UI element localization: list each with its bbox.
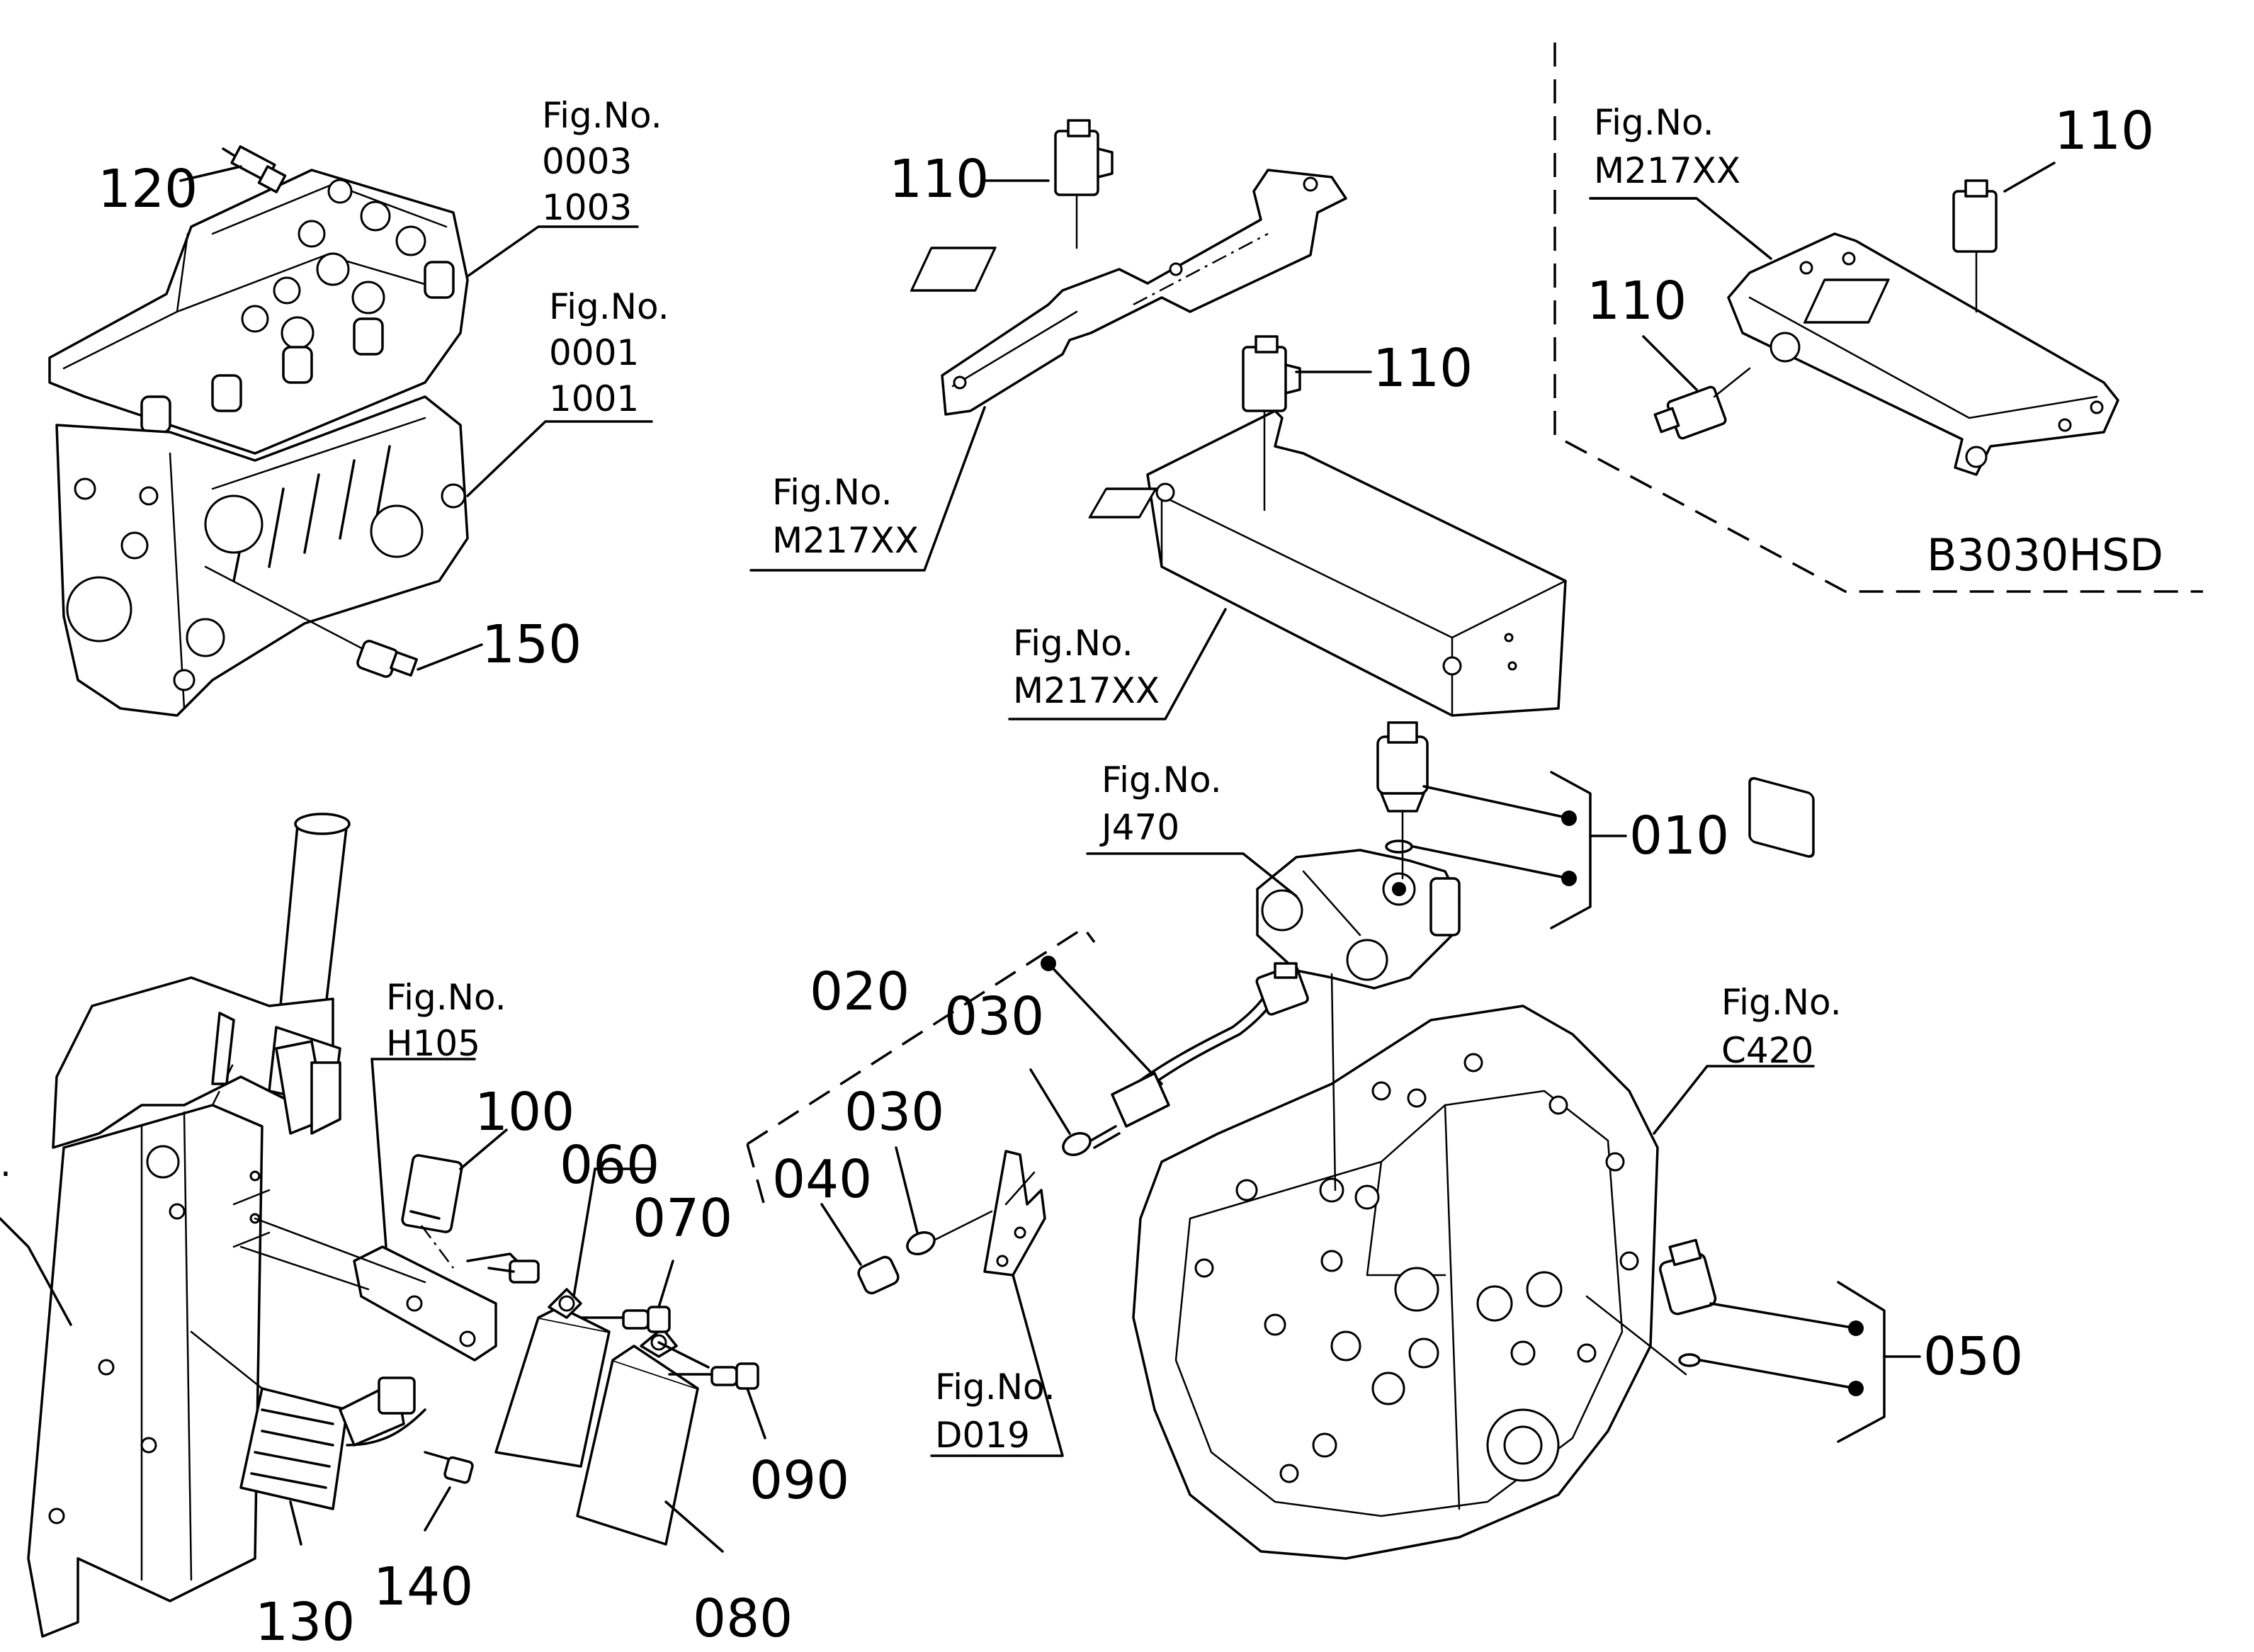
steering-post-icon: [27, 813, 351, 1638]
fig-ref-label: Fig.No.: [386, 977, 506, 1018]
stray-mark: .: [0, 1143, 11, 1184]
fig-ref-label: Fig.No.: [542, 95, 662, 136]
switch-110-box-right-icon: [1952, 162, 2056, 313]
bolt-090-icon: [668, 1362, 766, 1439]
part-number-030-lower: 030: [844, 1082, 944, 1143]
part-numbers: 120 150 110 110 110 110 010 020 030 030 …: [98, 101, 2154, 1652]
bolt-140-icon: [424, 1451, 474, 1532]
part-number-110-box-right: 110: [2054, 101, 2154, 162]
regulator-130-icon: [190, 1330, 426, 1546]
part-number-120: 120: [98, 159, 198, 220]
fig-ref-code: C420: [1721, 1030, 1813, 1071]
part-120-sensor-icon: [179, 145, 287, 193]
switch-110-top-icon: [983, 119, 1114, 249]
transmission-case-icon: [1132, 973, 1659, 1560]
bracket-assembly-icon: [910, 169, 1567, 717]
fig-ref-code: M217XX: [1594, 150, 1740, 191]
fig-ref-code: D019: [935, 1415, 1030, 1456]
part-number-040: 040: [772, 1149, 872, 1210]
part-number-100: 100: [475, 1082, 574, 1143]
fig-ref-label: Fig.No.: [549, 286, 669, 327]
part-number-060: 060: [560, 1135, 659, 1196]
fig-ref-code: 0001: [549, 332, 639, 373]
nut-030-icon: [1029, 1068, 1092, 1156]
fig-ref-code: J470: [1099, 807, 1179, 848]
bolt-070-icon: [579, 1260, 674, 1333]
model-label: B3030HSD: [1927, 529, 2163, 581]
bolt-small-icon: [466, 1252, 540, 1284]
fig-ref-code: 0003: [542, 141, 632, 182]
part-number-150: 150: [482, 614, 582, 675]
part-number-130: 130: [255, 1592, 355, 1652]
part-number-020: 020: [810, 961, 910, 1022]
switch-110-middle-icon: [1242, 335, 1372, 511]
fig-ref-code: 1003: [542, 187, 632, 228]
part-number-110-middle: 110: [1373, 338, 1473, 399]
fig-ref-code: M217XX: [772, 520, 919, 561]
relay-080-icon: [576, 1327, 724, 1553]
fig-ref-code: H105: [386, 1023, 480, 1064]
plate-h105-icon: [239, 1058, 497, 1362]
part-number-140: 140: [373, 1556, 473, 1617]
part-number-070: 070: [633, 1188, 732, 1249]
part-number-110-top: 110: [889, 149, 989, 210]
connector-100-icon: [401, 1128, 508, 1269]
fig-ref-label: Fig.No.: [772, 472, 893, 513]
pressure-sensor-010-icon: [1376, 721, 1577, 886]
switch-110-box-bracket-icon: [1727, 232, 2119, 858]
part-number-090: 090: [749, 1450, 849, 1511]
part-number-010: 010: [1629, 805, 1729, 866]
sensor-bracket-icon: [983, 1150, 1046, 1277]
fig-ref-label: Fig.No.: [1013, 623, 1133, 664]
fig-ref-label: Fig.No.: [1101, 759, 1222, 800]
pressure-sensor-050-icon: [1585, 1238, 1864, 1396]
plug-040-icon: [820, 1203, 900, 1295]
fig-ref-label: Fig.No.: [1594, 102, 1714, 143]
figure-references: Fig.No. 0003 1003 Fig.No. 0001 1001 Fig.…: [386, 95, 1842, 1456]
part-number-110-box-left: 110: [1587, 271, 1687, 332]
fig-ref-code: 1001: [549, 378, 639, 419]
part-number-050: 050: [1923, 1326, 2023, 1387]
part-150-sensor-icon: [204, 565, 483, 678]
valve-block-icon: [1256, 849, 1461, 990]
fig-ref-label: Fig.No.: [1721, 982, 1842, 1023]
engine-block-icon: [48, 169, 469, 717]
speed-sensor-020-icon: [1041, 956, 1309, 1149]
relay-060-icon: [494, 1167, 653, 1468]
fig-ref-code: M217XX: [1013, 670, 1160, 711]
fig-ref-label: Fig.No.: [935, 1367, 1055, 1408]
switch-110-box-left-icon: [1642, 335, 1751, 440]
part-number-080: 080: [693, 1588, 793, 1649]
nut-030-lower-icon: [895, 1146, 993, 1255]
part-number-030-upper: 030: [944, 986, 1044, 1047]
